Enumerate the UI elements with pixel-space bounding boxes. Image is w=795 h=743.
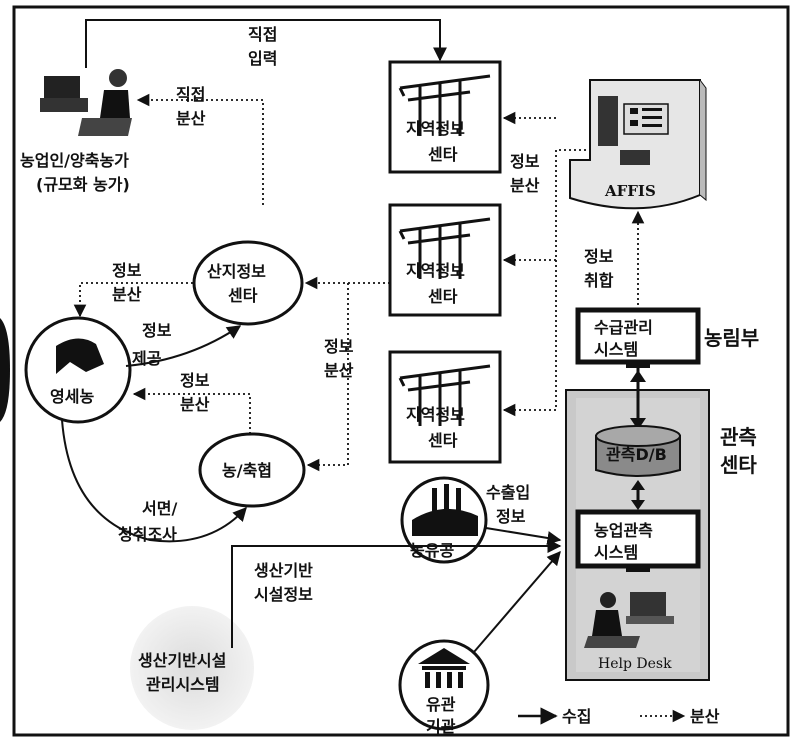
edge-survey [61,419,247,543]
related-org-node: 유관 기관 [398,639,490,736]
obs-db-node: 관측D/B [595,425,681,477]
legend: 수집 분산 [518,707,720,726]
left-tab [0,318,10,422]
edge-db-agri-heads [631,480,645,510]
infra-system-node: 생산기반시설 관리시스템 [130,606,254,730]
label-survey-2: 청취조사 [118,525,177,544]
label-trade-info-2: 정보 [496,507,526,526]
legend-distribute-label: 분산 [690,707,720,726]
related-org-label-2: 기관 [426,717,456,736]
affis-node: AFFIS [569,79,707,210]
label-info-dist-left-2: 분산 [112,285,142,304]
small-farmer-node: 영세농 [24,316,132,424]
label-infra-info-1: 생산기반 [254,561,313,580]
regional-center-2-label-1: 지역정보 [406,261,465,280]
origin-center-label-1: 산지정보 [207,262,266,281]
label-direct-input-2: 입력 [248,49,277,68]
farmer-large-label-1: 농업인/양축농가 [20,151,129,170]
dist-to-coop [306,283,349,472]
label-info-dist-left-1: 정보 [112,261,142,280]
label-trade-info-1: 수출입 [486,483,530,502]
help-desk-icon [584,592,674,648]
regional-center-2-label-2: 센타 [428,287,458,306]
obs-center-label-1: 관측 [720,425,757,449]
edge-supply-db-heads [630,370,646,430]
label-info-provide-1: 정보 [142,321,172,340]
edge-related-org [473,550,561,653]
label-info-dist-mid-2: 분산 [324,361,354,380]
edge-infra-info [231,539,562,648]
edge-direct-input [85,19,447,68]
outer-frame [12,5,790,737]
regional-center-3-label-2: 센타 [428,431,458,450]
regional-center-1-label-1: 지역정보 [406,119,465,138]
label-direct-dist-2: 분산 [176,109,206,128]
regional-center-3: 지역정보 센타 [388,350,502,464]
farmer-large-label-2: (규모화 농가) [36,175,130,194]
label-infra-info-2: 시설정보 [254,585,313,604]
distributor-label: 농유공 [410,541,454,560]
affis-label: AFFIS [604,182,656,200]
label-direct-dist-1: 직접 [176,85,205,104]
regional-center-1: 지역정보 센타 [388,60,502,174]
infra-system-label-1: 생산기반시설 [138,651,226,670]
obs-center-label-2: 센타 [720,453,757,477]
agri-obs-system-label-1: 농업관측 [594,521,653,540]
label-info-dist-coop-1: 정보 [180,371,210,390]
edge-direct-dist [136,93,264,205]
supply-system-label-1: 수급관리 [594,318,653,337]
label-info-dist-coop-2: 분산 [180,395,210,414]
regional-center-2: 지역정보 센타 [388,203,502,317]
related-org-label-1: 유관 [426,695,456,714]
edge-trade-info [485,527,562,545]
infra-system-label-2: 관리시스템 [146,675,220,694]
origin-center-node: 산지정보 센타 [192,240,304,326]
ministry-label: 농림부 [704,326,759,350]
supply-system-node: 수급관리 시스템 [575,307,701,368]
obs-db-label: 관측D/B [606,445,667,464]
label-survey-1: 서면/ [142,499,177,518]
coop-node: 농/축협 [198,432,306,508]
label-info-dist-mid-1: 정보 [324,337,354,356]
label-direct-input-1: 직접 [248,25,277,44]
dist-origin-to-small-farmer [73,282,193,318]
supply-system-label-2: 시스템 [594,340,638,359]
agri-obs-system-label-2: 시스템 [594,543,638,562]
origin-center-label-2: 센타 [228,286,258,305]
help-desk-label: Help Desk [598,656,672,672]
distributor-node: 농유공 [400,476,488,564]
dist-coop-to-small-farmer [132,387,251,434]
label-info-collect-1: 정보 [584,247,614,266]
label-info-provide-2: 제공 [132,349,162,368]
label-info-dist-right-2: 분산 [510,176,540,195]
edge-info-provide [125,325,242,367]
regional-center-3-label-1: 지역정보 [406,405,465,424]
agri-obs-system-node: 농업관측 시스템 [575,509,701,572]
coop-label: 농/축협 [222,461,272,480]
label-info-collect-2: 취합 [584,271,614,290]
legend-collect-label: 수집 [562,707,591,726]
farmer-large-icon [40,69,132,136]
regional-center-1-label-2: 센타 [428,145,458,164]
small-farmer-label: 영세농 [50,387,94,406]
label-info-dist-right-1: 정보 [510,152,540,171]
